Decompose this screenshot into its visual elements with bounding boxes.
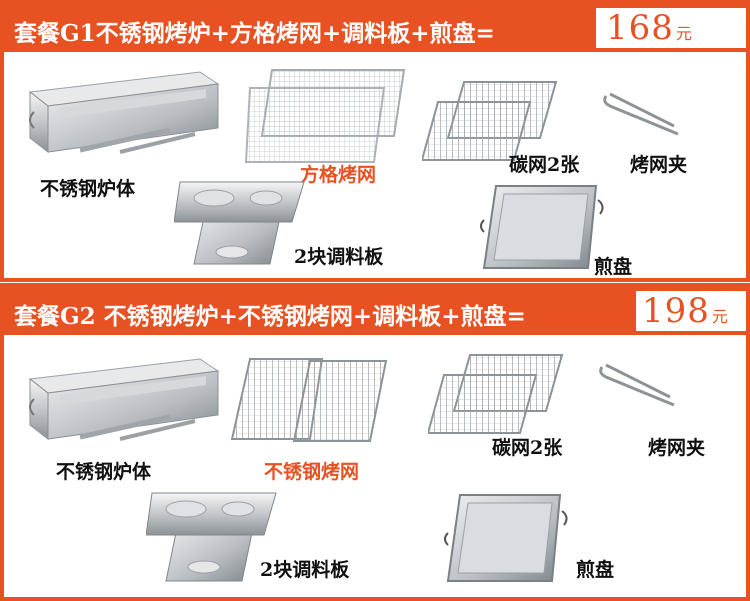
g1-clamp-label: 烤网夹 [630, 154, 688, 176]
package-g2-panel: 套餐G2 不锈钢烤炉+不锈钢烤网+调料板+煎盘= 198 元 不锈钢炉体 [0, 283, 750, 601]
g2-stove-label: 不锈钢炉体 [56, 461, 152, 483]
seasoning-board-image [174, 178, 314, 268]
g2-carbon-net-label: 碳网2张 [492, 437, 563, 459]
stove-image [20, 62, 220, 162]
g2-frying-pan-label: 煎盘 [576, 559, 615, 581]
g1-grill-net-label: 方格烤网 [300, 164, 377, 186]
frying-pan-image [480, 180, 610, 276]
frying-pan-image [444, 489, 574, 589]
package-g1-banner: 套餐G1不锈钢烤炉+方格烤网+调料板+煎盘= 168 元 [4, 4, 746, 52]
g2-grill-net-label: 不锈钢烤网 [264, 461, 360, 483]
package-g2-price-box: 198 元 [636, 291, 746, 331]
package-g1-panel: 套餐G1不锈钢烤炉+方格烤网+调料板+煎盘= 168 元 不锈钢炉体 [0, 0, 750, 282]
package-g2-price: 198 [642, 291, 710, 331]
g1-frying-pan-label: 煎盘 [594, 256, 633, 278]
g1-stove-label: 不锈钢炉体 [40, 178, 136, 200]
g1-carbon-net-label: 碳网2张 [509, 154, 580, 176]
g2-clamp-label: 烤网夹 [648, 437, 706, 459]
seasoning-board-image [146, 489, 286, 585]
package-g1-title: 套餐G1不锈钢烤炉+方格烤网+调料板+煎盘= [14, 20, 495, 47]
package-g2-banner: 套餐G2 不锈钢烤炉+不锈钢烤网+调料板+煎盘= 198 元 [4, 287, 746, 335]
g1-seasoning-board-label: 2块调料板 [294, 246, 384, 268]
carbon-net-image [422, 78, 562, 168]
clamp-image [602, 90, 682, 140]
g2-seasoning-board-label: 2块调料板 [260, 559, 350, 581]
carbon-net-image [428, 351, 568, 441]
package-g1-price-unit: 元 [675, 24, 692, 43]
package-g2-title: 套餐G2 不锈钢烤炉+不锈钢烤网+调料板+煎盘= [14, 303, 526, 330]
stainless-grill-net-image [230, 355, 390, 445]
stove-image [20, 349, 220, 449]
package-g1-price: 168 [606, 8, 674, 48]
package-g2-price-unit: 元 [711, 307, 728, 326]
clamp-image [598, 361, 678, 411]
square-grill-net-image [244, 66, 414, 166]
package-g1-price-box: 168 元 [596, 8, 746, 48]
